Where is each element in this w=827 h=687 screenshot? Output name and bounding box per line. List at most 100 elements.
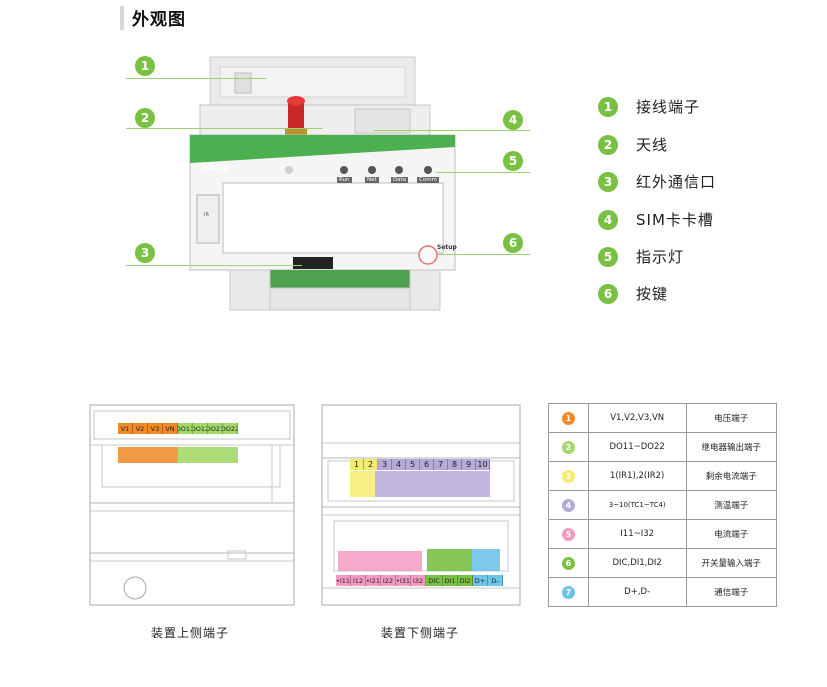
legend-label: 指示灯 [636, 248, 685, 266]
callout-4: 4 [503, 110, 523, 130]
table-cell-terminals: 1(IR1),2(IR2) [587, 461, 687, 491]
terminal-vn: VN [163, 423, 178, 434]
table-cell-number: 4 [548, 490, 589, 520]
bottom-side-drawing [321, 404, 521, 606]
terminal-do21: DO21 [208, 423, 223, 434]
callout-line-2 [126, 128, 322, 129]
led-label-comm: Comm [417, 177, 439, 183]
device-illustration [189, 56, 456, 311]
number-dot: 5 [561, 527, 575, 541]
terminal-v1: V1 [118, 423, 133, 434]
number-dot: 1 [561, 411, 575, 425]
number-dot: 3 [561, 469, 575, 483]
terminal-i22: I22 [381, 575, 396, 586]
bottom-view-caption: 装置下侧端子 [381, 626, 460, 640]
title-accent-bar [120, 6, 124, 30]
table-cell-description: 电压端子 [685, 403, 778, 433]
table-cell-description: 剩余电流端子 [685, 461, 778, 491]
terminal-d-plus: D+ [473, 575, 488, 586]
terminal-do11: DO11 [178, 423, 193, 434]
table-row: 7 D+,D- 通信端子 [548, 577, 778, 607]
terminal-table: 1 V1,V2,V3,VN 电压端子 2 DO11~DO22 继电器输出端子 3… [548, 403, 778, 607]
callout-5: 5 [503, 151, 523, 171]
led-label-data: Data [391, 177, 409, 183]
legend-label: SIM卡卡槽 [636, 211, 714, 229]
legend-label: 红外通信口 [636, 173, 717, 191]
table-cell-number: 7 [548, 577, 589, 607]
table-cell-number: 2 [548, 432, 589, 462]
table-cell-number: 5 [548, 519, 589, 549]
terminal-i11: •I11 [336, 575, 351, 586]
table-cell-description: 继电器输出端子 [685, 432, 778, 462]
table-cell-description: 通信端子 [685, 577, 778, 607]
table-cell-terminals: D+,D- [587, 577, 687, 607]
legend-item: 2 天线 [598, 134, 668, 155]
callout-1: 1 [135, 56, 155, 76]
terminal-number-2: 2 [364, 459, 378, 470]
terminal-i21: •I21 [366, 575, 381, 586]
number-dot: 7 [561, 585, 575, 599]
terminal-do12: DO12 [193, 423, 208, 434]
table-cell-description: 测温端子 [685, 490, 778, 520]
table-cell-terminals: DIC,DI1,DI2 [587, 548, 687, 578]
bottom-upper-number-strip: 1 2 3 4 5 6 7 8 9 10 [350, 459, 490, 470]
legend-number: 2 [598, 134, 618, 155]
table-cell-terminals: V1,V2,V3,VN [587, 403, 687, 433]
terminal-d-minus: D- [488, 575, 503, 586]
number-dot: 6 [561, 556, 575, 570]
legend-item: 1 接线端子 [598, 96, 700, 117]
top-side-drawing [89, 404, 295, 606]
led-label-run: Run [337, 177, 352, 183]
terminal-number-7: 7 [434, 459, 448, 470]
number-dot: 2 [561, 440, 575, 454]
terminal-number-10: 10 [476, 459, 490, 470]
legend-item: 4 SIM卡卡槽 [598, 209, 714, 230]
terminal-number-1: 1 [350, 459, 364, 470]
terminal-number-6: 6 [420, 459, 434, 470]
table-row: 4 3~10(TC1~TC4) 测温端子 [548, 490, 778, 520]
terminal-number-8: 8 [448, 459, 462, 470]
legend-item: 6 按键 [598, 283, 668, 304]
terminal-v3: V3 [148, 423, 163, 434]
page-title: 外观图 [132, 10, 186, 30]
legend-number: 6 [598, 283, 618, 304]
terminal-i32: I32 [411, 575, 426, 586]
legend-label: 按键 [636, 285, 669, 303]
terminal-i31: •I31 [396, 575, 411, 586]
led-label-net: Net [365, 177, 379, 183]
terminal-v2: V2 [133, 423, 148, 434]
legend-item: 5 指示灯 [598, 246, 684, 267]
callout-line-3 [126, 265, 302, 266]
terminal-number-4: 4 [392, 459, 406, 470]
legend-number: 5 [598, 246, 618, 267]
device-brand: 福泽能源 [201, 164, 229, 172]
callout-line-1 [126, 78, 266, 79]
callout-line-4 [374, 130, 530, 131]
terminal-number-5: 5 [406, 459, 420, 470]
callout-line-5 [436, 172, 530, 173]
table-row: 6 DIC,DI1,DI2 开关量输入端子 [548, 548, 778, 578]
ir-port-label: IR [204, 212, 209, 218]
table-cell-number: 6 [548, 548, 589, 578]
callout-line-6 [438, 254, 530, 255]
top-terminal-strip: V1 V2 V3 VN DO11 DO12 DO21 DO22 [118, 423, 238, 434]
legend-number: 1 [598, 96, 618, 117]
terminal-di2: DI2 [458, 575, 473, 586]
table-cell-terminals: DO11~DO22 [587, 432, 687, 462]
callout-2: 2 [135, 108, 155, 128]
setup-button-label: Setup [437, 244, 457, 251]
table-cell-number: 3 [548, 461, 589, 491]
legend-label: 天线 [636, 136, 669, 154]
bottom-lower-terminal-strip: •I11 I12 •I21 I22 •I31 I32 DIC DI1 DI2 D… [336, 575, 503, 586]
terminal-number-3: 3 [378, 459, 392, 470]
terminal-number-9: 9 [462, 459, 476, 470]
legend-number: 4 [598, 209, 618, 230]
legend-label: 接线端子 [636, 98, 701, 116]
table-row: 5 I11~I32 电流端子 [548, 519, 778, 549]
table-cell-terminals: I11~I32 [587, 519, 687, 549]
terminal-i12: I12 [351, 575, 366, 586]
legend-item: 3 红外通信口 [598, 171, 716, 192]
table-row: 1 V1,V2,V3,VN 电压端子 [548, 403, 778, 433]
table-cell-description: 开关量输入端子 [685, 548, 778, 578]
table-cell-number: 1 [548, 403, 589, 433]
